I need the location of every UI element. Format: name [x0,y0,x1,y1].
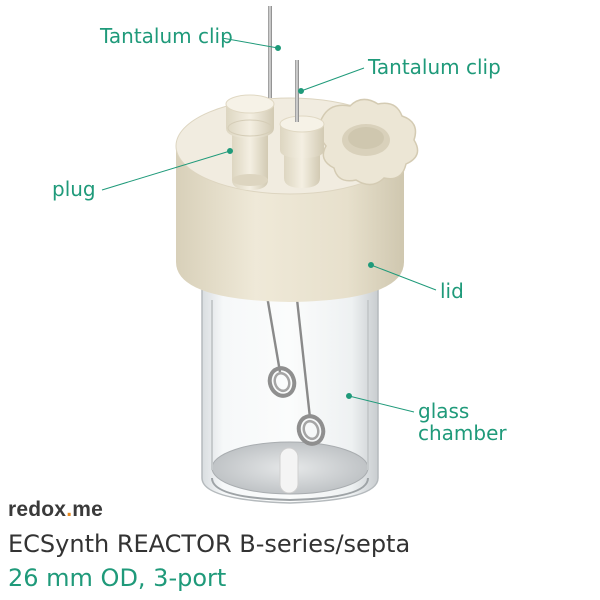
brand-dot: . [66,498,73,521]
label-tantalum-clip-1: Tantalum clip [100,24,233,48]
product-title: ECSynth REACTOR B-series/septa [8,530,411,558]
label-plug: plug [52,177,96,201]
label-glass-chamber: glass chamber [418,399,507,445]
septum-cap [318,98,419,186]
label-tantalum-clip-2: Tantalum clip [368,55,501,79]
electrode-wires [264,289,326,446]
product-subtitle: 26 mm OD, 3-port [8,564,227,592]
plug-left [225,94,275,190]
brand-name-start: redox [8,498,67,521]
leader-lines [101,37,437,413]
label-lid: lid [440,279,464,303]
brand-logo: redox.me [8,498,103,522]
brand-name-end: me [72,498,103,521]
plug-right [279,115,325,188]
tantalum-clip-wires [268,6,299,122]
